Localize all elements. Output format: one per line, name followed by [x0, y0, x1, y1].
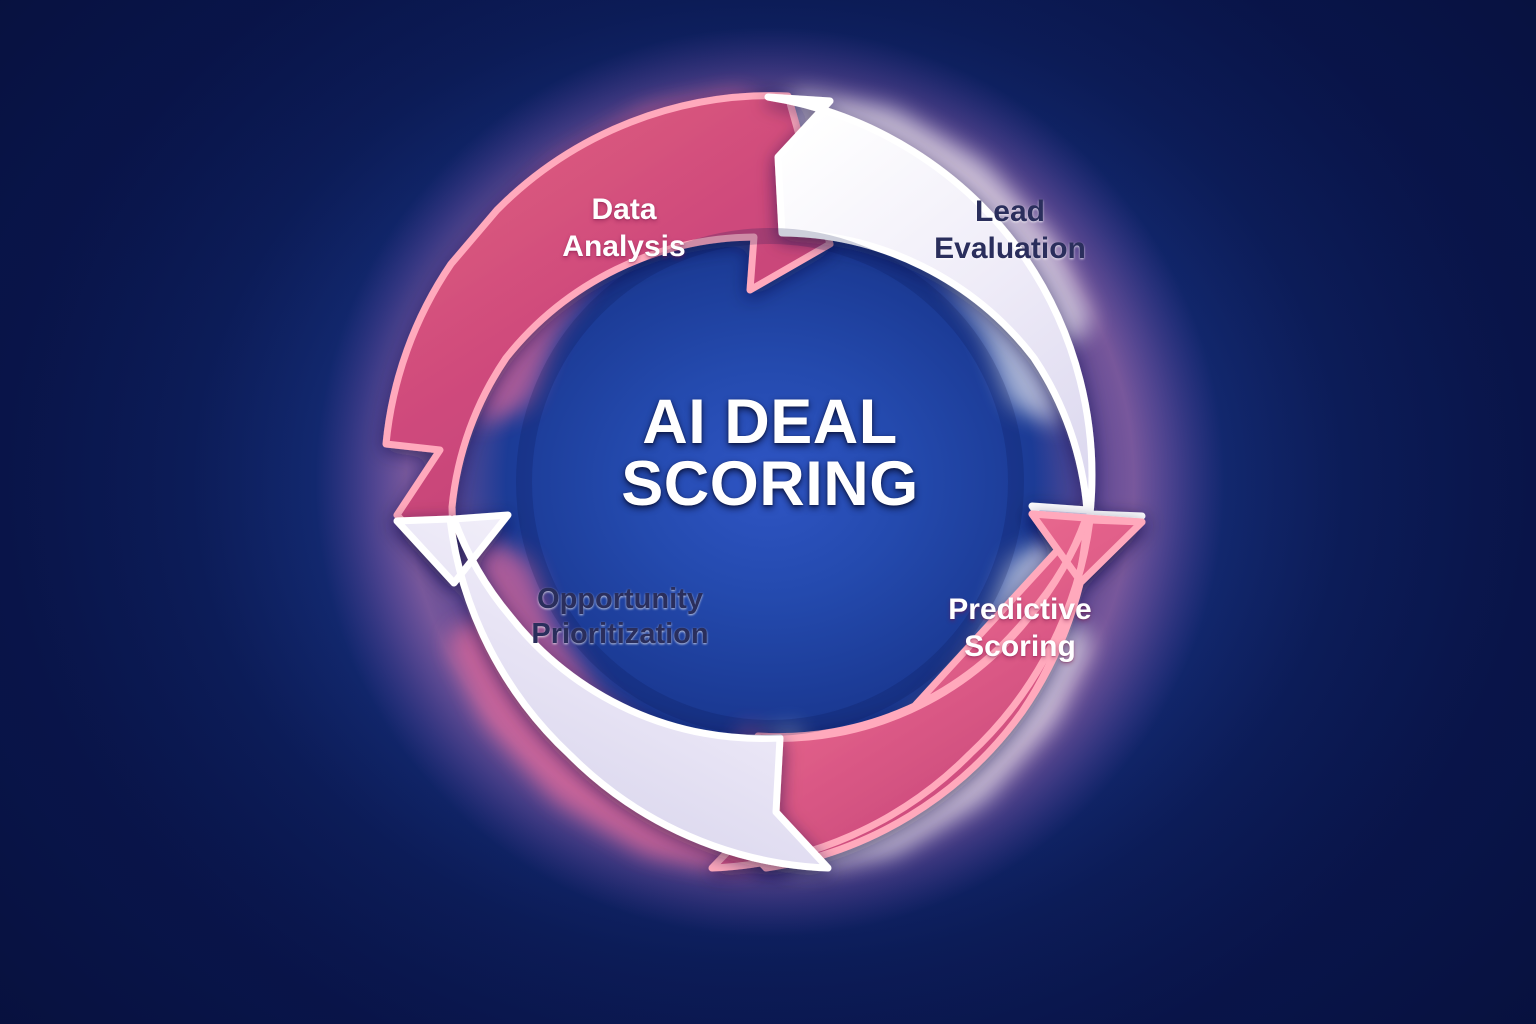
- segment-predictive-scoring[interactable]: [708, 510, 1146, 872]
- segment-lead-evaluation[interactable]: [764, 93, 1146, 579]
- ring-inner-shade: [516, 228, 1024, 736]
- cycle-ring-svg: [315, 27, 1225, 937]
- segment-opportunity-prioritization[interactable]: [393, 511, 832, 872]
